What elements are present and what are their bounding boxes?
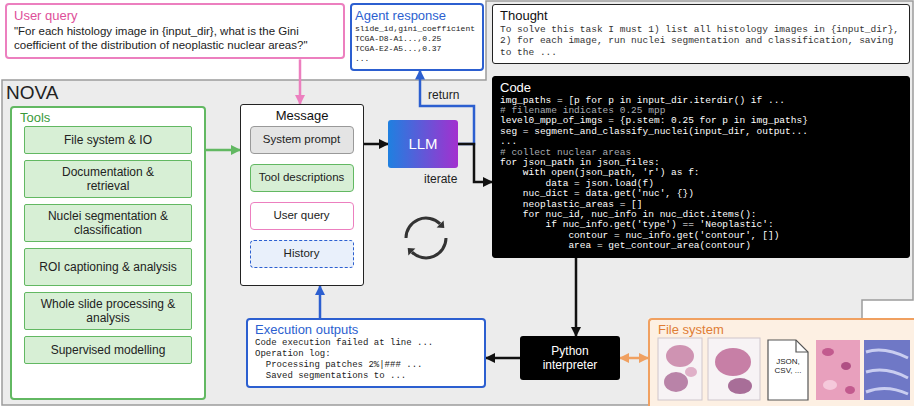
nucleus-dot bbox=[823, 380, 837, 390]
tissue-patch bbox=[864, 340, 910, 400]
tools-panel: ToolsFile system & IO Documentation & ret… bbox=[10, 106, 206, 400]
cycle-arc bbox=[412, 238, 446, 258]
tissue-patch bbox=[816, 340, 860, 400]
nucleus-dot bbox=[841, 362, 851, 370]
node-title: Documentation & retrieval bbox=[39, 165, 177, 194]
node-text: TCGA-D8-A1...,0.25 bbox=[355, 34, 479, 44]
node-text: seg = segment_and_classify_nuclei(input_… bbox=[500, 127, 902, 137]
node-text: nuc_dict = data.get('nuc', {}) bbox=[500, 189, 902, 199]
document-icon bbox=[768, 340, 808, 400]
node-title: Tools bbox=[20, 110, 196, 126]
node-title: Python interpreter bbox=[524, 344, 616, 373]
node-title: System prompt bbox=[253, 133, 351, 147]
tissue-streak bbox=[866, 350, 908, 394]
node-title: File system bbox=[658, 322, 906, 338]
node-text: contour = nuc_info.get('contour', []) bbox=[500, 231, 902, 241]
tool-box: Documentation & retrieval bbox=[24, 160, 192, 198]
node-text: Operation log: bbox=[255, 349, 477, 360]
connector-arrow bbox=[319, 286, 322, 318]
connector-arrow bbox=[575, 258, 578, 336]
connector-arrow bbox=[206, 149, 240, 152]
connector-arrow bbox=[299, 59, 302, 104]
document-fold bbox=[796, 340, 808, 352]
cycle-arc bbox=[406, 218, 440, 238]
code-box: Codeimg_paths = [p for p in input_dir.it… bbox=[492, 76, 910, 258]
node-title: Whole slide processing & analysis bbox=[39, 297, 177, 326]
node-text: "For each histology image in {input_dir}… bbox=[14, 24, 336, 53]
nucleus-dot bbox=[822, 348, 834, 356]
node-title: User query bbox=[253, 209, 351, 223]
connector-arrow bbox=[486, 357, 520, 360]
node-title: Agent response bbox=[355, 8, 479, 24]
node-title: Execution outputs bbox=[255, 322, 477, 338]
node-title: Code bbox=[500, 80, 902, 96]
node-text: img_paths = [p for p in input_dir.iterdi… bbox=[500, 96, 902, 106]
node-text: for json_path in json_files: bbox=[500, 158, 902, 168]
node-title: Message bbox=[245, 108, 359, 124]
output-box: Execution outputsCode execution failed a… bbox=[246, 318, 486, 388]
message-box: MessageSystem promptTool descriptionsUse… bbox=[240, 104, 364, 286]
tissue-blob bbox=[728, 378, 752, 394]
connector-arrow bbox=[620, 357, 648, 360]
message-part: System prompt bbox=[250, 126, 354, 154]
tool-box: File system & IO bbox=[24, 126, 192, 154]
node-text: slide_id,gini_coefficient bbox=[355, 24, 479, 34]
node-text: ... bbox=[355, 54, 479, 64]
system-name: NOVA bbox=[6, 82, 58, 104]
tool-box: Whole slide processing & analysis bbox=[24, 292, 192, 330]
message-part: Tool descriptions bbox=[250, 164, 354, 192]
nucleus-dot bbox=[845, 386, 855, 394]
slide-thumbnail bbox=[708, 338, 760, 400]
node-title: LLM bbox=[388, 135, 458, 153]
node-text: for nuc_id, nuc_info in nuc_dict.items()… bbox=[500, 210, 902, 220]
node-text: # collect nuclear areas bbox=[500, 148, 902, 158]
interpreter-box: Python interpreter bbox=[520, 336, 620, 380]
cycle-arrowhead bbox=[408, 248, 416, 256]
file-type-note: JSON, CSV, ... bbox=[769, 357, 807, 375]
node-text: if nuc_info.get('type') == 'Neoplastic': bbox=[500, 220, 902, 230]
tissue-blob bbox=[664, 372, 688, 392]
node-title: Thought bbox=[500, 8, 902, 24]
tool-box: Supervised modelling bbox=[24, 336, 192, 364]
thought-box: ThoughtTo solve this task I must 1) list… bbox=[492, 4, 910, 64]
node-title: User query bbox=[14, 8, 336, 24]
query-box: User query"For each histology image in {… bbox=[5, 3, 345, 59]
node-title: Tool descriptions bbox=[253, 171, 351, 185]
node-title: History bbox=[253, 247, 351, 261]
edge-label: iterate bbox=[422, 172, 459, 186]
llm-box: LLM bbox=[388, 120, 458, 168]
connector-arrow bbox=[458, 144, 492, 182]
node-text: neoplastic_areas = [] bbox=[500, 200, 902, 210]
node-text: Saved segmentations to ... bbox=[255, 371, 477, 382]
node-title: Supervised modelling bbox=[39, 343, 177, 357]
message-part: History bbox=[250, 240, 354, 268]
node-text: data = json.load(f) bbox=[500, 179, 902, 189]
tissue-blob bbox=[715, 348, 751, 376]
node-text: ... bbox=[500, 137, 902, 147]
node-text: area = get_contour_area(contour) bbox=[500, 241, 902, 251]
file-system-ground bbox=[648, 318, 914, 406]
response-box: Agent responseslide_id,gini_coefficientT… bbox=[350, 3, 484, 71]
node-title: File system & IO bbox=[39, 133, 177, 147]
node-text: Processing patches 2%|### ... bbox=[255, 360, 477, 371]
node-title: ROI captioning & analysis bbox=[39, 260, 177, 274]
node-text: TCGA-E2-A5...,0.37 bbox=[355, 44, 479, 54]
tool-box: Nuclei segmentation & classification bbox=[24, 204, 192, 242]
connector-arrow bbox=[364, 143, 388, 146]
node-title: Nuclei segmentation & classification bbox=[39, 209, 177, 238]
tool-box: ROI captioning & analysis bbox=[24, 248, 192, 286]
tissue-blob bbox=[685, 367, 697, 377]
edge-label: return bbox=[426, 88, 461, 102]
slide-thumbnail bbox=[658, 338, 702, 400]
message-part: User query bbox=[250, 202, 354, 230]
node-text: Code execution failed at line ... bbox=[255, 338, 477, 349]
node-text: level0_mpp_of_imgs = {p.stem: 0.25 for p… bbox=[500, 116, 902, 126]
cycle-arrowhead bbox=[437, 220, 445, 228]
node-text: with open(json_path, 'r') as f: bbox=[500, 168, 902, 178]
node-text: To solve this task I must 1) list all hi… bbox=[500, 24, 902, 59]
node-text: # filename indicates 0.25 mpp bbox=[500, 106, 902, 116]
tissue-blob bbox=[666, 345, 694, 367]
